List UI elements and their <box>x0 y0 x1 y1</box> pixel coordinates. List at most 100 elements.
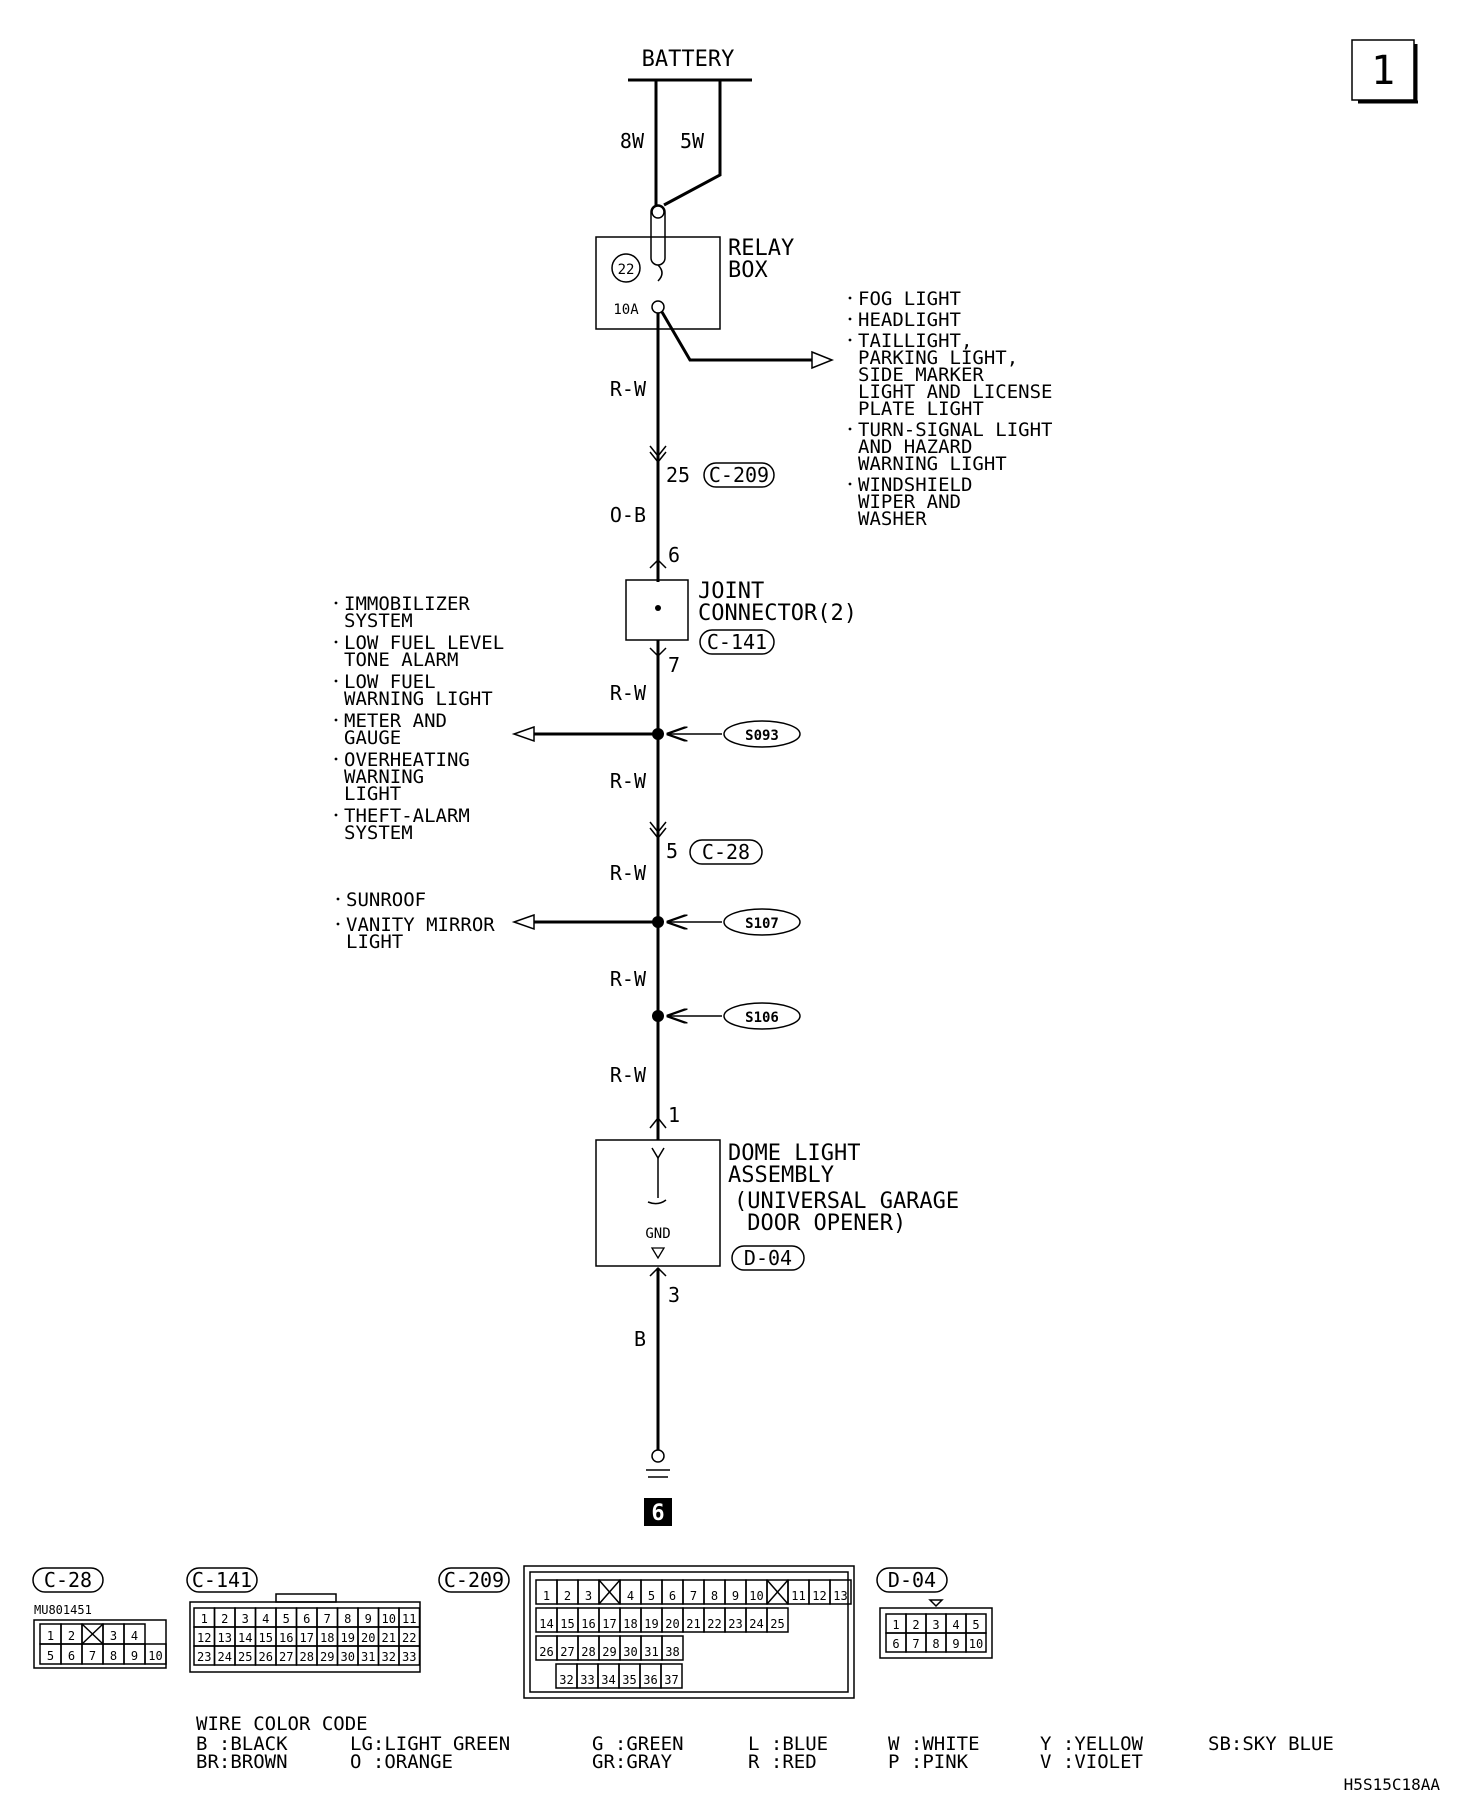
relay-output-item: WINDSHIELD <box>858 474 972 496</box>
connector-pin-number: 26 <box>259 1650 273 1664</box>
connector-pin-number: 2 <box>564 1589 571 1603</box>
connector-pin-number: 7 <box>324 1612 331 1626</box>
page-number: 1 <box>1371 48 1395 94</box>
s093-output-item: SYSTEM <box>344 822 413 844</box>
relay-output-bullet <box>848 296 852 300</box>
s093-output-item: LOW FUEL <box>344 671 436 693</box>
connector-pin-number: 7 <box>912 1637 919 1651</box>
connector-pin-number: 8 <box>711 1589 718 1603</box>
connector-pin-number: 9 <box>952 1637 959 1651</box>
connector-pin-number: 21 <box>382 1631 396 1645</box>
wire-b: B <box>634 1327 646 1351</box>
dome-out-pin: 3 <box>668 1283 680 1307</box>
connector-pin-cell <box>660 1663 683 1689</box>
c209-label-box <box>703 462 775 488</box>
connector-pin-cell <box>661 1635 684 1661</box>
connector-pin-number: 5 <box>283 1612 290 1626</box>
s093-output-bullet <box>334 640 338 644</box>
connector-pin-number: 24 <box>218 1650 232 1664</box>
dome-gnd-arrow <box>650 1247 666 1260</box>
s093-output-item: METER AND <box>344 710 447 732</box>
connector-pin-number: 37 <box>664 1673 678 1687</box>
connector-pin-number: 1 <box>892 1618 899 1632</box>
joint-out-mark <box>649 647 667 658</box>
relay-output-wire <box>660 311 830 362</box>
s093-label: S093 <box>745 728 779 744</box>
s093-output-item: OVERHEATING <box>344 749 470 771</box>
connector-pin-number: 15 <box>560 1617 574 1631</box>
wire-color-entry: P :PINK <box>888 1751 969 1773</box>
relay-output-item: PLATE LIGHT <box>858 398 984 420</box>
connector-pin-number: 22 <box>402 1631 416 1645</box>
c28-connector-mark <box>649 821 667 840</box>
connector-pin-number: 1 <box>543 1589 550 1603</box>
connector-pin-number: 10 <box>148 1649 162 1663</box>
wire-8w-label: 8W <box>620 129 645 153</box>
relay-output-item: TURN-SIGNAL LIGHT <box>858 419 1052 441</box>
relay-output-item: WIPER AND <box>858 491 961 513</box>
s093-output-item: IMMOBILIZER <box>344 593 470 615</box>
dome-switch-top <box>651 1147 665 1160</box>
wire-rw-4: R-W <box>610 861 647 885</box>
wire-rw-6: R-W <box>610 1063 647 1087</box>
s093-label-oval <box>723 720 801 748</box>
connector-pin-number: 11 <box>402 1612 416 1626</box>
dome-name-4: DOOR OPENER) <box>734 1211 906 1236</box>
connector-pin-number: 23 <box>197 1650 211 1664</box>
relay-box: 22 10A <box>595 204 721 330</box>
c209-pin: 25 <box>666 463 690 487</box>
connector-pin-number: 5 <box>47 1649 54 1663</box>
connector-pin-number: 9 <box>732 1589 739 1603</box>
connector-pin-number: 36 <box>643 1673 657 1687</box>
connector-pin-number: 13 <box>218 1631 232 1645</box>
connector-pin-number: 18 <box>623 1617 637 1631</box>
joint-connector-box <box>625 579 689 641</box>
connector-pin-number: 30 <box>623 1645 637 1659</box>
s093-output-item: SYSTEM <box>344 610 413 632</box>
wire-color-entry: L :BLUE <box>748 1733 828 1755</box>
s107-label-oval <box>723 908 801 936</box>
wire-color-entry: BR:BROWN <box>196 1751 288 1773</box>
connector-pin-number: 12 <box>812 1589 826 1603</box>
relay-box-label-2: BOX <box>728 258 768 283</box>
dome-label: D-04 <box>744 1246 792 1270</box>
relay-output-item: HEADLIGHT <box>858 309 961 331</box>
s093-output-item: THEFT-ALARM <box>344 805 470 827</box>
connector-pin-number: 22 <box>707 1617 721 1631</box>
connector-pin-cell <box>144 1643 167 1665</box>
c28-pin: 5 <box>666 839 678 863</box>
connector-pin-number: 6 <box>68 1649 75 1663</box>
joint-out-pin: 7 <box>668 653 680 677</box>
wire-ob: O-B <box>610 503 646 527</box>
dome-label-box <box>731 1245 805 1271</box>
connector-pin-cell <box>398 1645 421 1666</box>
fuse-number: 22 <box>618 262 635 278</box>
s107-output-item: LIGHT <box>346 931 403 953</box>
relay-output-bullet <box>848 338 852 342</box>
wire-color-code-title: WIRE COLOR CODE <box>196 1713 368 1735</box>
connector-pin-number: 2 <box>68 1629 75 1643</box>
ground-number-box <box>644 1498 672 1526</box>
c28-part-number: MU801451 <box>34 1603 92 1617</box>
connector-pin-number: 18 <box>320 1631 334 1645</box>
wire-rw-3: R-W <box>610 769 647 793</box>
joint-name-1: JOINT <box>698 579 764 604</box>
connector-pin-number: 10 <box>382 1612 396 1626</box>
connector-pin-number: 14 <box>539 1617 553 1631</box>
figure-code: H5S15C18AA <box>1344 1775 1441 1794</box>
connector-pin-number: 34 <box>601 1673 615 1687</box>
s093-output-item: GAUGE <box>344 727 401 749</box>
connector-pin-number: 31 <box>361 1650 375 1664</box>
s107-output-bullet <box>336 897 340 901</box>
s093-output-item: WARNING LIGHT <box>344 688 493 710</box>
connector-pin-number: 7 <box>690 1589 697 1603</box>
joint-in-pin: 6 <box>668 543 680 567</box>
wire-color-entry: W :WHITE <box>888 1733 980 1755</box>
wire-color-entry: LG:LIGHT GREEN <box>350 1733 510 1755</box>
connector-pin-number: 9 <box>131 1649 138 1663</box>
dome-out-mark <box>649 1266 667 1277</box>
joint-label-box <box>699 629 775 655</box>
